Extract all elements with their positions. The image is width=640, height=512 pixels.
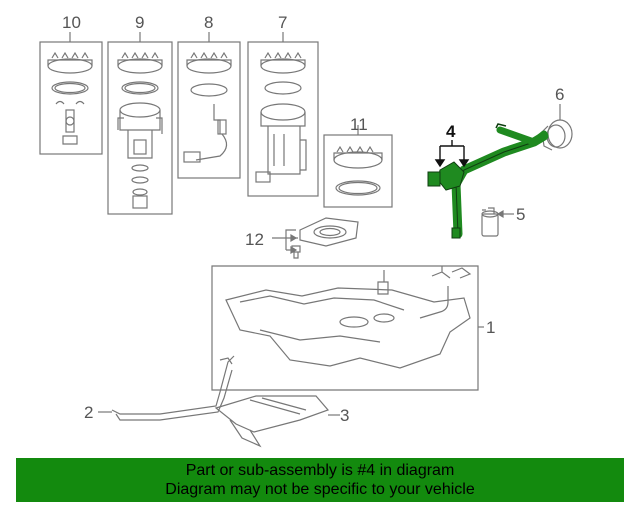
callout-8: 8 — [204, 13, 213, 32]
part-6-group — [541, 104, 573, 151]
callout-5: 5 — [516, 205, 525, 224]
callout-6: 6 — [555, 85, 564, 104]
part-11-box — [323, 134, 393, 208]
callout-7: 7 — [278, 13, 287, 32]
callout-9: 9 — [135, 13, 144, 32]
part-2-group — [98, 355, 235, 421]
part-8-group — [177, 32, 241, 179]
callout-10: 10 — [62, 13, 81, 32]
part-12-group — [272, 217, 359, 259]
part-4-callout-leader — [434, 140, 470, 168]
part-11-group — [323, 125, 393, 208]
callout-12: 12 — [245, 230, 264, 249]
part-7-group — [247, 32, 319, 197]
banner-line-2: Diagram may not be specific to your vehi… — [165, 481, 475, 498]
part-10-group — [39, 32, 103, 155]
part-7-box — [247, 41, 319, 197]
callout-1: 1 — [486, 318, 495, 337]
info-banner: Part or sub-assembly is #4 in diagram Di… — [16, 458, 624, 502]
part-1-box — [211, 265, 479, 391]
part-9-group — [107, 32, 173, 215]
part-3-group — [214, 395, 340, 448]
banner-line-1: Part or sub-assembly is #4 in diagram — [185, 462, 455, 479]
part-4-filler-pipe — [427, 123, 549, 239]
callout-3: 3 — [340, 406, 349, 425]
part-12-callout-leader — [290, 233, 298, 255]
part-10-box — [39, 41, 103, 155]
part-1-group — [211, 265, 484, 391]
callout-2: 2 — [84, 403, 93, 422]
part-5-group — [481, 207, 514, 237]
callout-11: 11 — [350, 115, 368, 134]
callout-4: 4 — [446, 122, 456, 141]
